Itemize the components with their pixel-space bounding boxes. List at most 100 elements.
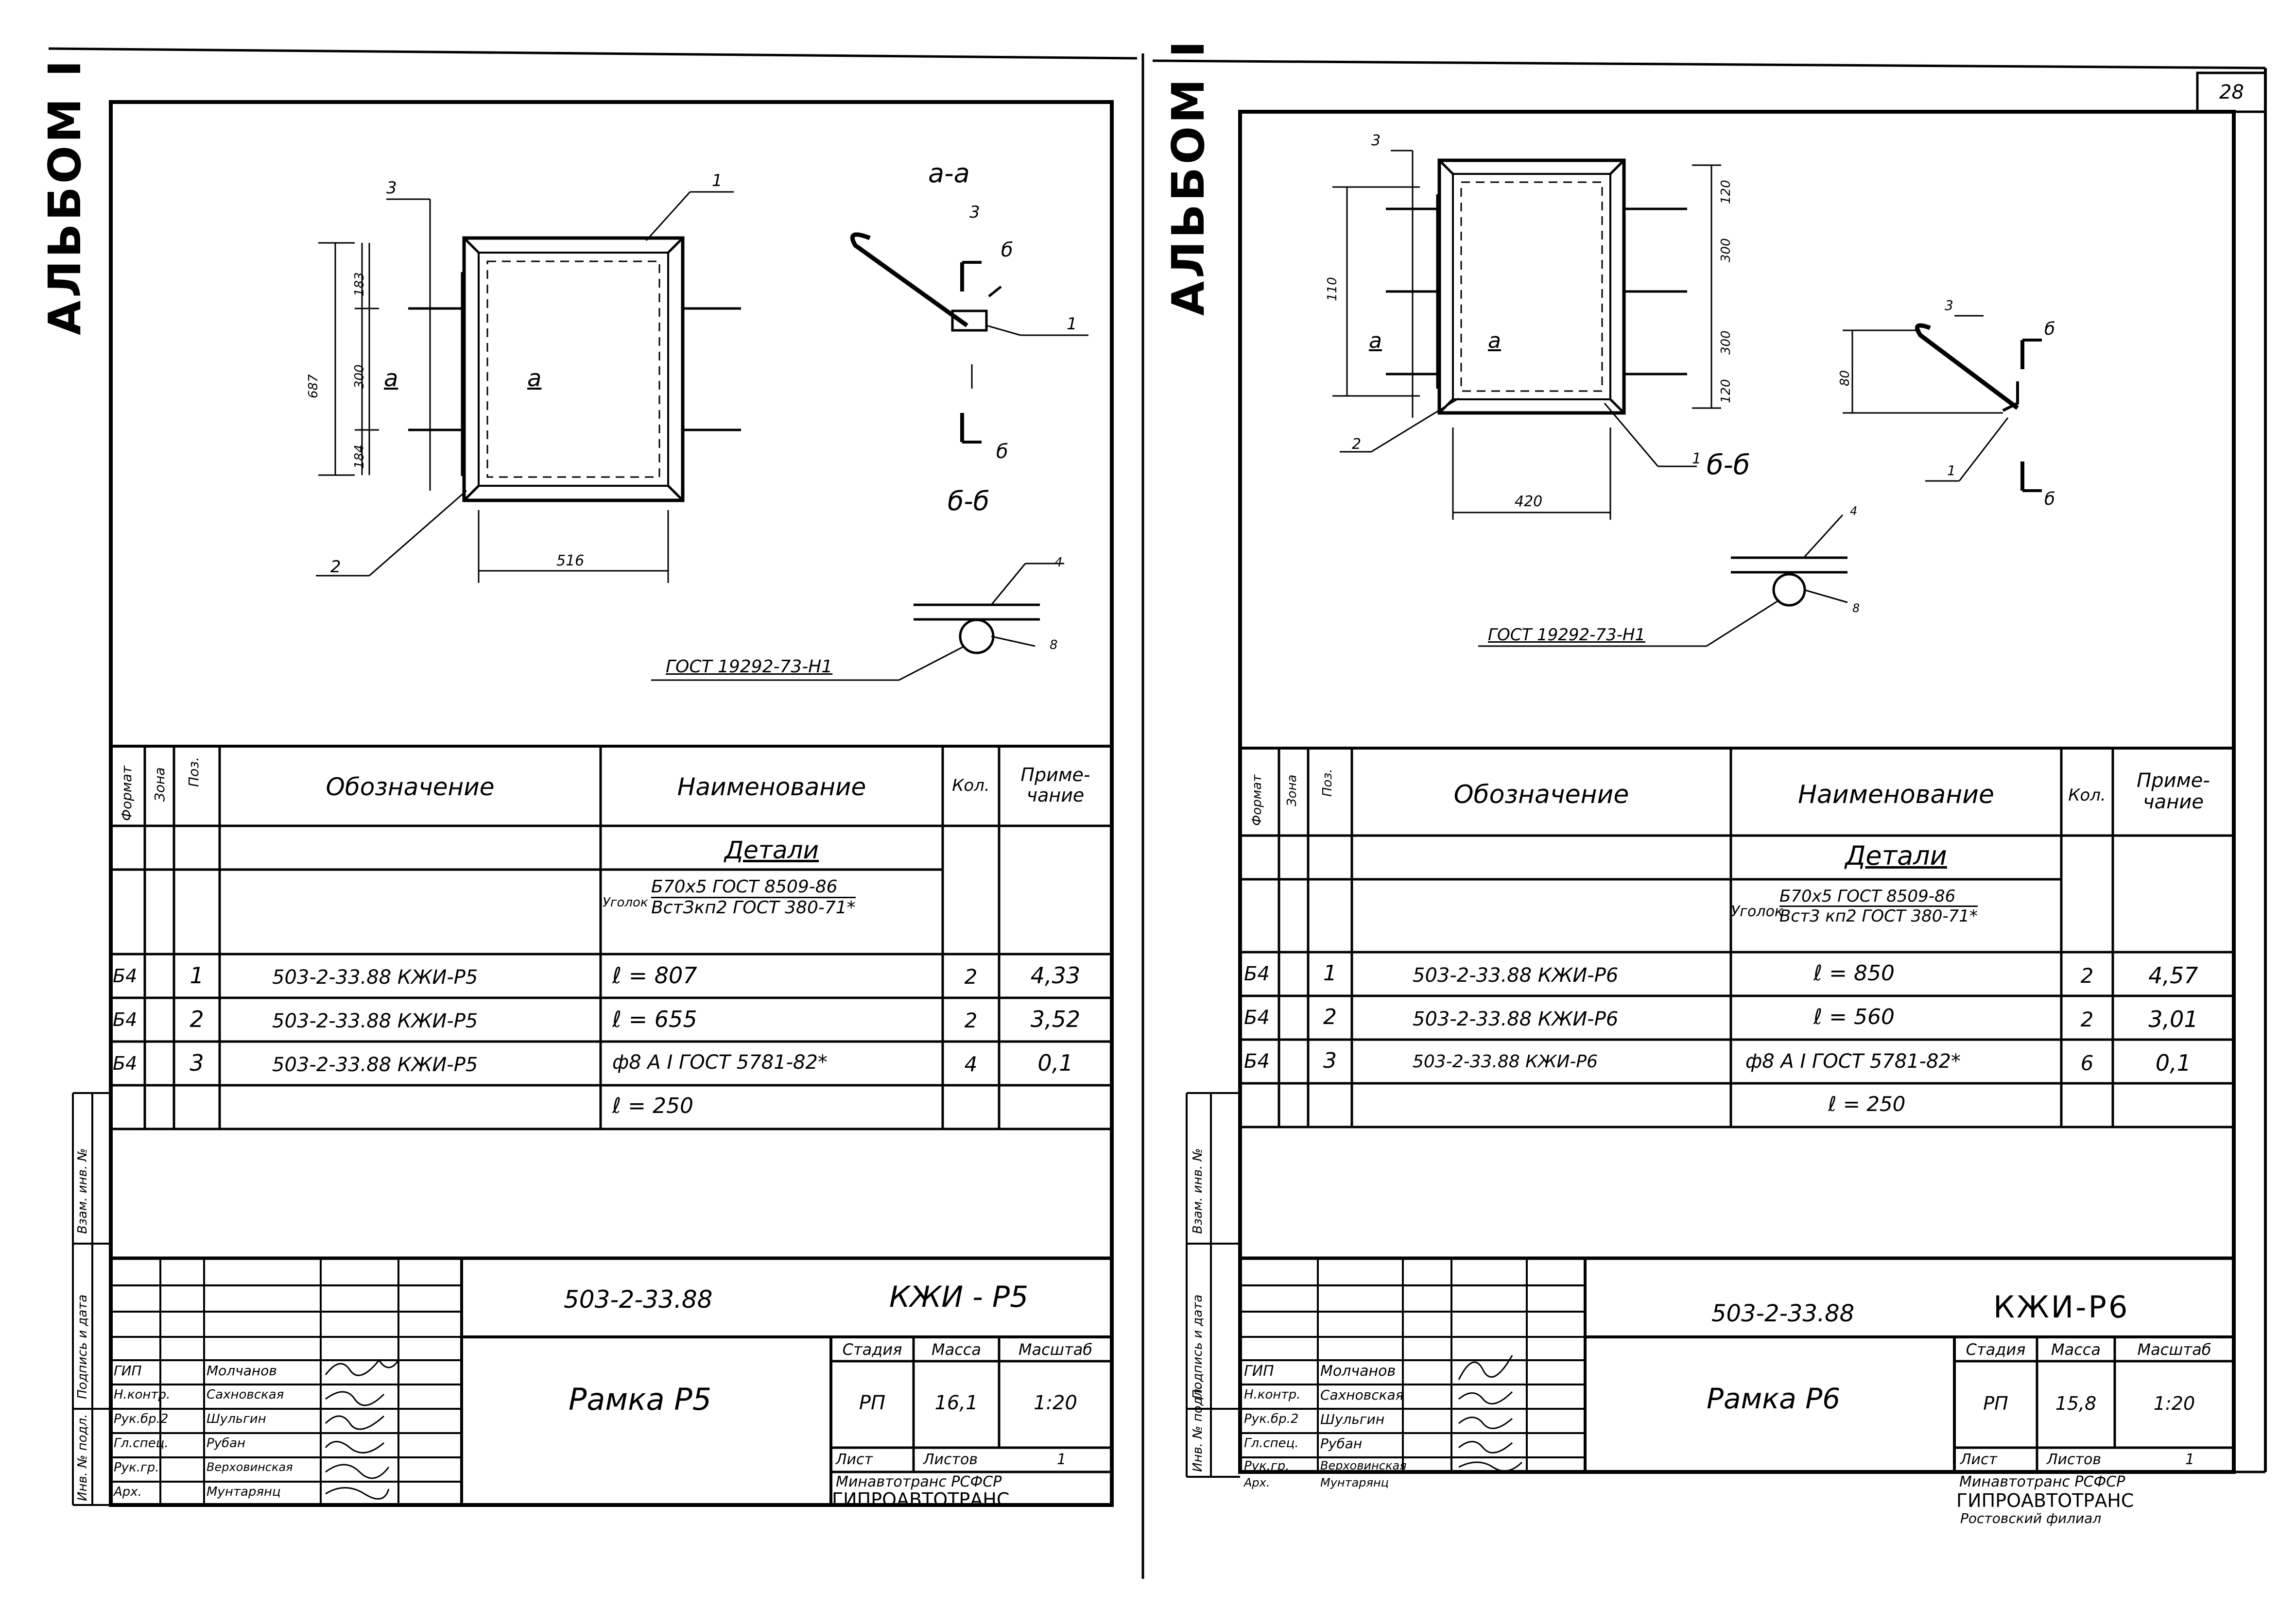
handwritten-signatures [325, 1359, 399, 1500]
stage-label: Стадия [1966, 1340, 2026, 1359]
material-bottom: Вст3 кп2 ГОСТ 380-71* [1779, 906, 1978, 926]
section-a-marker: а [1369, 328, 1382, 353]
material-prefix: Уголок [1731, 903, 1784, 920]
row-quantity: 6 [2080, 1051, 2094, 1075]
person-name: Верховинская [1320, 1459, 1407, 1472]
row-name: ℓ = 655 [612, 1006, 697, 1032]
header-name: Наименование [677, 773, 866, 801]
role-label: Рук.гр. [114, 1460, 159, 1475]
position-1-label: 1 [1947, 462, 1956, 479]
material-top: Б70х5 ГОСТ 8509-86 [1779, 888, 1978, 907]
position-2-label: 2 [330, 557, 341, 577]
person-name: Рубан [1320, 1436, 1363, 1452]
person-name: Верховинская [207, 1460, 293, 1474]
drawing-linework-right [1152, 59, 2267, 1478]
drawing-linework-left [48, 47, 1144, 1579]
section-a-marker: а [527, 365, 542, 392]
material-prefix: Уголок [603, 895, 648, 910]
person-name: Мунтарянц [1320, 1476, 1389, 1489]
role-label: ГИП [1244, 1363, 1274, 1380]
section-b-b-title: б-б [1707, 449, 1750, 481]
header-name: Наименование [1797, 780, 1995, 809]
weld-leg-8: 8 [1852, 601, 1860, 615]
sheet-label: Лист [836, 1451, 873, 1468]
document-code: 503-2-33.88 [1711, 1300, 1855, 1327]
header-note: Приме-чание [1020, 764, 1090, 806]
spec-section-title: Детали [1845, 840, 1947, 871]
mass-value: 15,8 [2055, 1393, 2097, 1414]
row-quantity: 2 [2080, 964, 2094, 988]
header-designation: Обозначение [326, 773, 495, 801]
role-label: Гл.спец. [114, 1436, 169, 1451]
weld-leg-4: 4 [1054, 555, 1063, 570]
person-name: Шульгин [1320, 1411, 1385, 1427]
row-note: 3,01 [2148, 1006, 2198, 1032]
row-format: Б4 [113, 1053, 138, 1074]
person-name: Молчанов [1320, 1363, 1396, 1380]
row-format: Б4 [1244, 963, 1270, 985]
row-quantity: 4 [964, 1052, 978, 1076]
row-name: ℓ = 807 [612, 962, 697, 989]
document-code: 503-2-33.88 [564, 1285, 713, 1314]
person-name: Шульгин [207, 1412, 266, 1426]
header-quantity: Кол. [952, 776, 990, 795]
position-3-label: 3 [1371, 132, 1381, 149]
row-format: Б4 [113, 965, 138, 987]
row-designation: 503-2-33.88 КЖИ-Р6 [1413, 1008, 1619, 1030]
scale-label: Масштаб [1018, 1340, 1093, 1359]
scale-value: 1:20 [1034, 1392, 1077, 1414]
scale-label: Масштаб [2137, 1340, 2211, 1359]
role-label: Арх. [1244, 1476, 1270, 1489]
role-label: Рук.гр. [1244, 1459, 1290, 1473]
stage-value: РП [859, 1392, 886, 1414]
position-2-label: 2 [1352, 436, 1362, 453]
weld-standard: ГОСТ 19292-73-Н1 [666, 657, 833, 677]
org-branch: Ростовский филиал [1960, 1510, 2102, 1526]
row-name: ф8 А I ГОСТ 5781-82* [612, 1051, 828, 1074]
sheets-count: 1 [2185, 1451, 2195, 1468]
row-quantity: 2 [964, 965, 978, 989]
header-note: Приме-чание [2137, 769, 2210, 813]
row-name: ℓ = 560 [1813, 1005, 1895, 1029]
row-designation: 503-2-33.88 КЖИ-Р5 [272, 1010, 478, 1032]
mass-label: Масса [2051, 1340, 2101, 1359]
person-name: Рубан [207, 1436, 246, 1451]
row-position: 3 [1323, 1048, 1337, 1073]
position-3-label: 3 [969, 203, 980, 222]
row-designation: 503-2-33.88 КЖИ-Р5 [272, 1054, 478, 1076]
header-quantity: Кол. [2068, 786, 2106, 805]
material-top: Б70х5 ГОСТ 8509-86 [651, 878, 856, 898]
role-label: Н.контр. [1244, 1387, 1301, 1402]
row-position: 1 [1323, 961, 1337, 986]
row-designation: 503-2-33.88 КЖИ-Р6 [1413, 1052, 1598, 1072]
handwritten-signatures [1458, 1355, 1523, 1472]
row-note: 0,1 [2155, 1050, 2192, 1076]
sheet-label: Лист [1960, 1451, 1998, 1468]
position-3-label: 3 [1945, 297, 1953, 313]
row-designation: 503-2-33.88 КЖИ-Р5 [272, 966, 478, 989]
org-institute: ГИПРОАВТОТРАНС [1956, 1490, 2134, 1511]
scale-value: 1:20 [2153, 1393, 2195, 1414]
sheets-count: 1 [1057, 1451, 1067, 1468]
org-ministry: Минавтотранс РСФСР [1959, 1473, 2125, 1490]
row-position: 2 [190, 1006, 204, 1032]
section-b-marker: б [1001, 239, 1013, 261]
person-name: Сахновская [1320, 1387, 1404, 1403]
section-a-a-title: а-а [928, 158, 970, 188]
person-name: Мунтарянц [207, 1485, 281, 1499]
section-a-marker: а [1488, 328, 1501, 353]
row-name: ℓ = 250 [612, 1094, 693, 1118]
drawing-title: Рамка Р6 [1707, 1382, 1841, 1415]
document-mark: КЖИ - Р5 [889, 1280, 1029, 1314]
role-label: Н.контр. [114, 1387, 171, 1402]
person-name: Молчанов [207, 1363, 277, 1379]
row-quantity: 2 [964, 1009, 978, 1032]
row-name: ℓ = 250 [1828, 1092, 1906, 1116]
drawing-sheet-right: 28 АЛЬБОМ I 3 2 1 а а 110 120 300 300 12… [1148, 0, 2296, 1607]
material-bottom: ВстЗкп2 ГОСТ 380-71* [651, 898, 856, 918]
row-note: 3,52 [1030, 1006, 1081, 1032]
position-1-label: 1 [712, 171, 723, 190]
row-note: 4,57 [2148, 962, 2198, 989]
sheets-label: Листов [2047, 1451, 2102, 1468]
